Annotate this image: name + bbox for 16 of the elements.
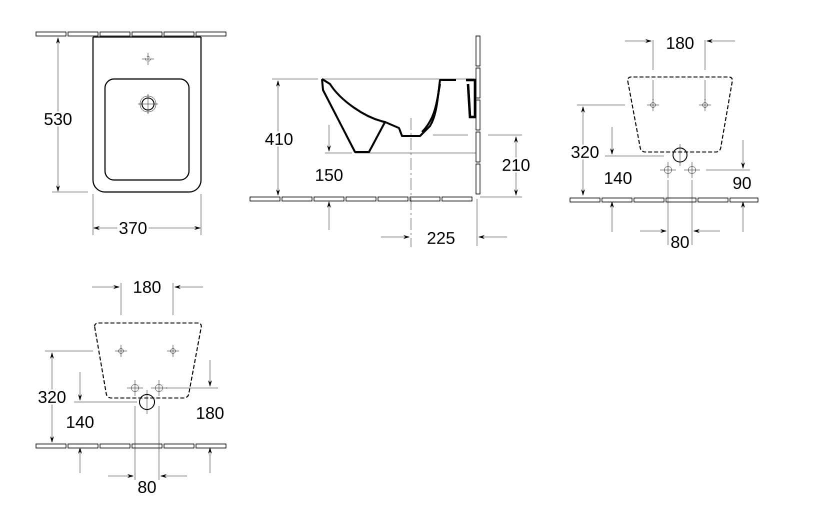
dimension-label: 140: [602, 170, 634, 186]
dimension-label: 150: [313, 168, 345, 183]
dimension-label: 320: [36, 390, 68, 405]
dimension-label: 210: [500, 157, 532, 173]
dimension-label: 140: [64, 414, 96, 430]
dimension-label: 370: [117, 220, 149, 236]
dimension-label: 180: [194, 406, 226, 421]
dimension-label: 180: [664, 35, 696, 51]
dimension-label: 180: [131, 280, 163, 295]
dimension-label: 225: [425, 230, 457, 246]
dimension-label: 410: [263, 131, 295, 147]
dimension-label: 320: [569, 144, 601, 160]
dimension-label: 530: [42, 111, 74, 127]
dimension-label: 90: [731, 175, 753, 191]
dimension-label: 80: [669, 234, 691, 250]
dimension-label: 80: [136, 480, 158, 495]
